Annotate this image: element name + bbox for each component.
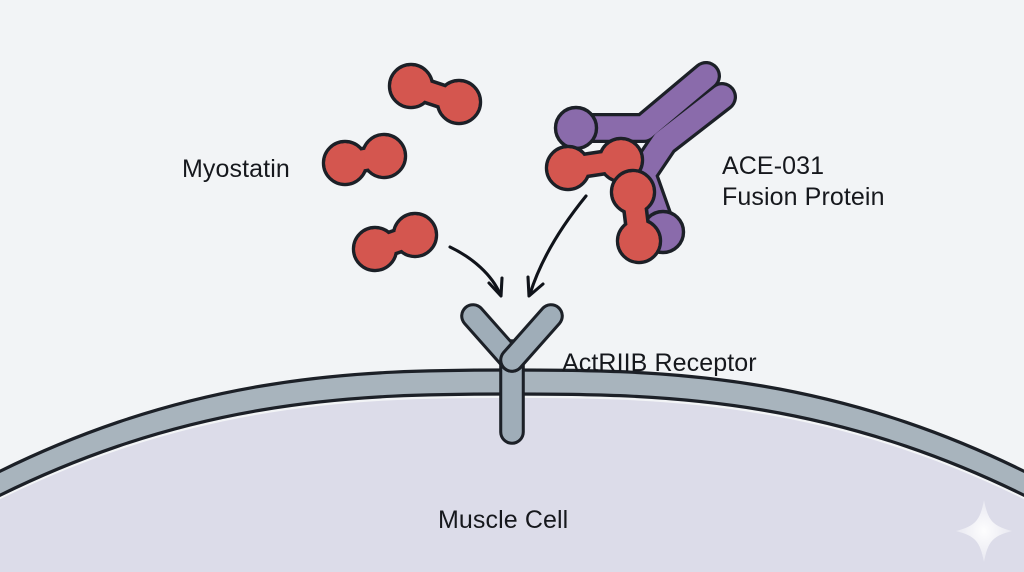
cell-membrane: [0, 368, 1024, 498]
myostatin-node-fill: [548, 148, 588, 188]
myostatin-node-fill: [619, 221, 659, 261]
myostatin-node-fill: [395, 215, 435, 255]
myostatin-node-fill: [355, 229, 395, 269]
label-myostatin: Myostatin: [182, 155, 290, 183]
arrow-myostatin-to-receptor-head: [487, 276, 504, 298]
myostatin-node-fill: [364, 136, 404, 176]
receptor-arm-right-fill: [502, 306, 561, 370]
myostatin-node-fill: [325, 143, 365, 183]
myostatin-node-fill: [439, 82, 479, 122]
myostatin-node-fill: [613, 172, 653, 212]
sparkle-icon: [956, 500, 1012, 562]
label-muscle-cell: Muscle Cell: [438, 506, 569, 534]
myostatin-dimer-bound-1: [544, 136, 645, 192]
arrow-myostatin-to-receptor: [448, 245, 502, 296]
myostatin-dimer-free-2: [321, 132, 408, 187]
fusion-binding-site-left: [553, 105, 599, 151]
muscle-cell-interior: [0, 398, 1024, 572]
muscle-cell: [0, 368, 1024, 572]
label-ace031-line1: ACE-031: [722, 152, 825, 180]
arrow-ace031-to-receptor-head: [526, 275, 545, 298]
label-actriib-receptor: ActRIIB Receptor: [562, 349, 757, 377]
arrow-ace031-to-receptor: [528, 194, 588, 296]
myostatin-dimer-free-3: [351, 211, 439, 273]
label-ace031-line2: Fusion Protein: [722, 183, 885, 211]
actriib-receptor: [460, 303, 564, 445]
fusion-arm-upper-left: [564, 64, 718, 140]
binding-arrows: [448, 194, 588, 298]
myostatin-dimer-bound-2: [609, 168, 663, 265]
myostatin-node-fill: [391, 66, 431, 106]
myostatin-dimer-free-1: [387, 62, 483, 126]
